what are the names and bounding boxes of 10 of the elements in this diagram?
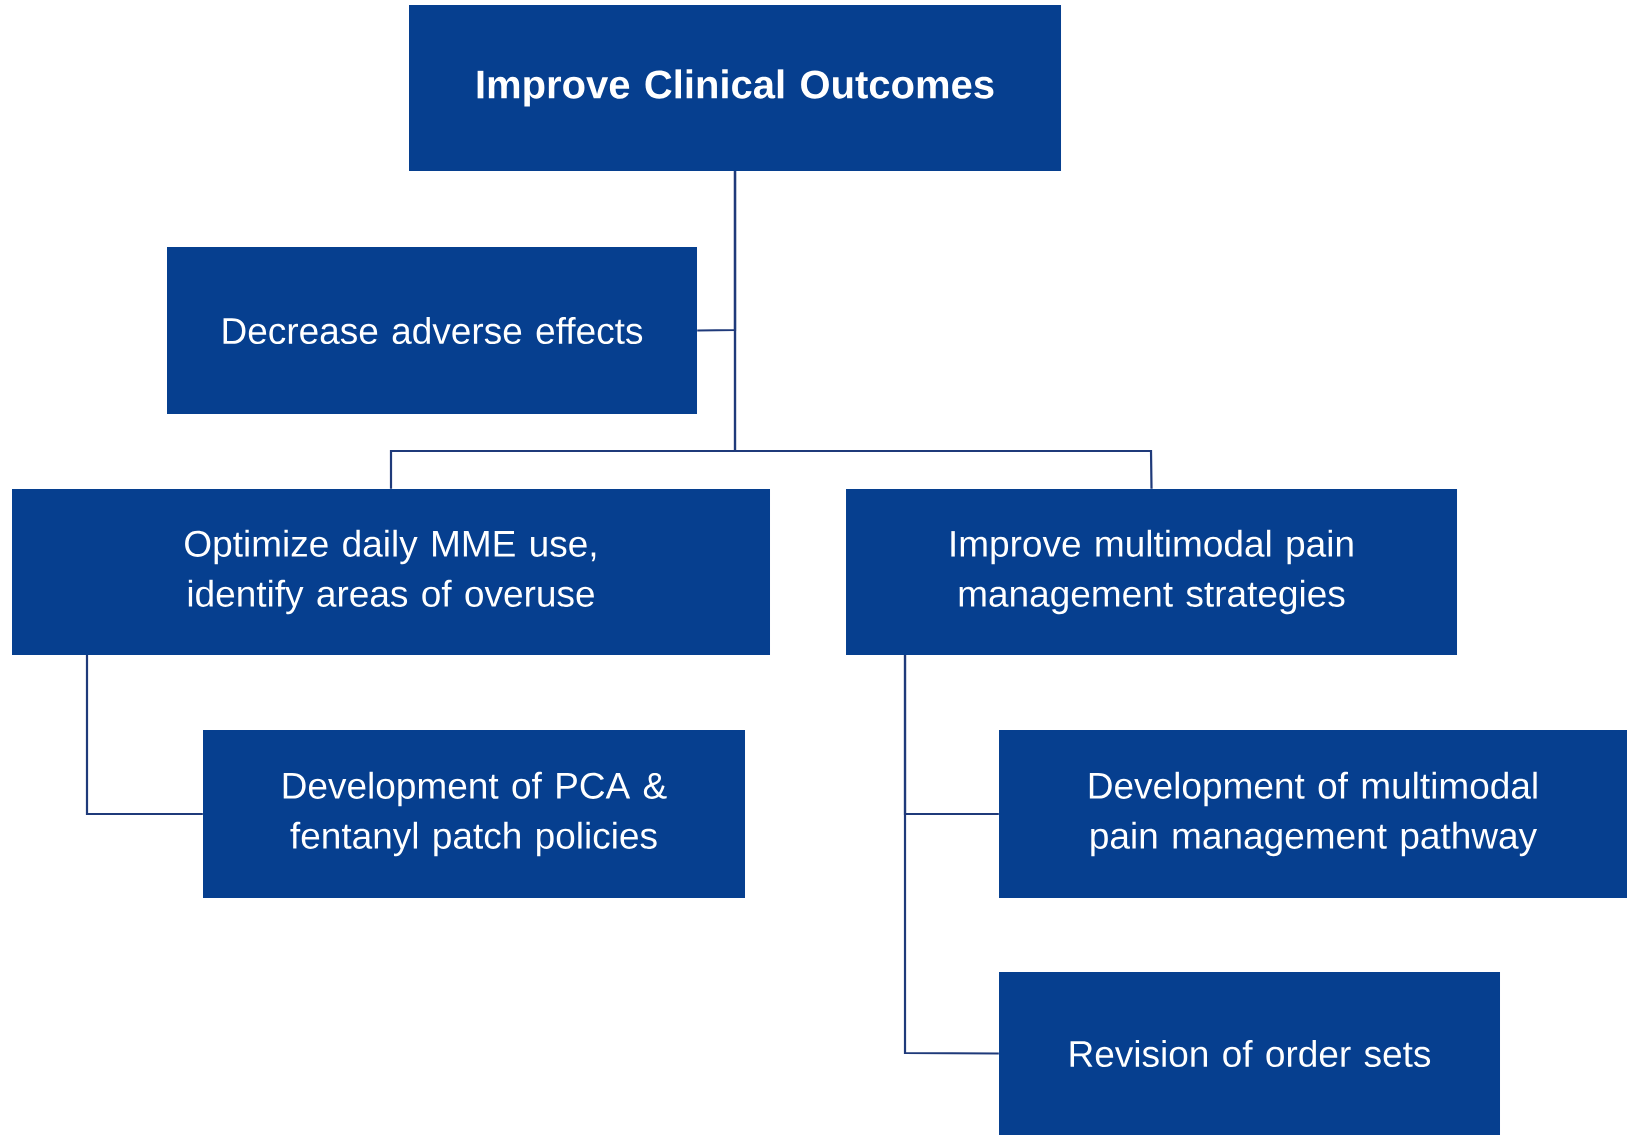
process-box: Improve Clinical Outcomes — [409, 5, 1061, 171]
process-box: Development of multimodal pain management pathway — [999, 730, 1627, 898]
process-box: Improve multimodal pain management strategies — [846, 489, 1457, 655]
connector-line — [733, 171, 1153, 489]
connector-line — [903, 655, 999, 1055]
connector-line — [85, 655, 203, 816]
process-box: Optimize daily MME use, identify areas of overuse — [12, 489, 770, 655]
process-box: Development of PCA & fentanyl patch policies — [203, 730, 745, 898]
process-box: Revision of order sets — [999, 972, 1500, 1135]
process-box: Decrease adverse effects — [167, 247, 697, 414]
